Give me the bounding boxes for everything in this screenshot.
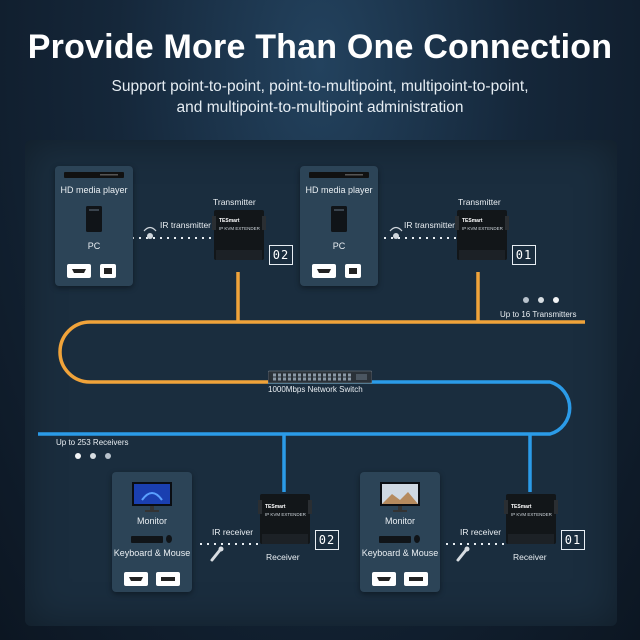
rx2-extender-device	[504, 494, 558, 544]
media-player-icon	[309, 172, 369, 178]
tx2-ir-label: IR transmitter	[404, 220, 456, 230]
tx1-source-card: HD media player PC	[55, 166, 133, 286]
tx-line-path	[58, 272, 585, 384]
rx1-model: IP KVM EXTENDER	[265, 512, 306, 517]
ir-receiver-icon	[456, 546, 470, 562]
tx2-source-card: HD media player PC	[300, 166, 378, 286]
hdmi-port-icon	[67, 264, 91, 278]
subtitle-line-2: and multipoint-to-multipoint administrat…	[176, 99, 464, 116]
media-player-icon	[64, 172, 124, 178]
rx2-id-badge: 01	[561, 530, 585, 550]
rx2-model: IP KVM EXTENDER	[511, 512, 552, 517]
rx-line-path	[38, 380, 572, 492]
rx1-extender-device	[258, 494, 312, 544]
tx1-id-badge: 02	[269, 245, 293, 265]
tx1-pc-label: PC	[87, 241, 101, 251]
tx2-source-label: HD media player	[305, 185, 373, 195]
usb-b-port-icon	[100, 264, 116, 278]
tx1-ir-label: IR transmitter	[160, 220, 212, 230]
subtitle-line-1: Support point-to-point, point-to-multipo…	[111, 78, 529, 95]
rx1-ir-label: IR receiver	[212, 527, 254, 537]
rx1-km-label: Keyboard & Mouse	[113, 548, 191, 558]
hdmi-port-icon	[312, 264, 336, 278]
rx1-role-label: Receiver	[266, 552, 300, 562]
tx2-id-badge: 01	[512, 245, 536, 265]
rx1-monitor-label: Monitor	[136, 516, 167, 526]
page-subtitle: Support point-to-point, point-to-multipo…	[40, 76, 600, 118]
rx2-ir-label: IR receiver	[460, 527, 502, 537]
rx1-id-badge: 02	[315, 530, 339, 550]
page-title: Provide More Than One Connection	[27, 28, 613, 66]
tx2-extender-device	[455, 210, 509, 260]
more-tx-dot-3	[553, 297, 559, 303]
more-rx-dot-2	[90, 453, 96, 459]
keyboard-mouse-icon	[379, 535, 420, 543]
rx1-brand: TESmart	[265, 504, 286, 510]
more-tx-dot-1	[523, 297, 529, 303]
rx-capacity-label: Up to 253 Receivers	[56, 438, 129, 447]
usb-a-port-icon	[156, 572, 180, 586]
more-rx-dot-3	[105, 453, 111, 459]
rx1-output-card: Monitor Keyboard & Mouse	[112, 472, 192, 592]
hdmi-port-icon	[372, 572, 396, 586]
tx1-model: IP KVM EXTENDER	[219, 226, 260, 231]
pc-icon	[331, 206, 347, 232]
rx2-km-label: Keyboard & Mouse	[361, 548, 439, 558]
hdmi-port-icon	[124, 572, 148, 586]
more-rx-dot-1	[75, 453, 81, 459]
ir-receiver-icon	[210, 546, 224, 562]
tx2-model: IP KVM EXTENDER	[462, 226, 503, 231]
switch-label: 1000Mbps Network Switch	[268, 385, 363, 394]
tx2-role-label: Transmitter	[458, 197, 501, 207]
tx-capacity-label: Up to 16 Transmitters	[500, 310, 577, 319]
rx2-output-card: Monitor Keyboard & Mouse	[360, 472, 440, 592]
pc-icon	[86, 206, 102, 232]
usb-a-port-icon	[404, 572, 428, 586]
monitor-icon	[380, 482, 420, 512]
rx2-brand: TESmart	[511, 504, 532, 510]
keyboard-mouse-icon	[131, 535, 172, 543]
tx1-extender-device	[212, 210, 266, 260]
rx2-role-label: Receiver	[513, 552, 547, 562]
monitor-icon	[132, 482, 172, 512]
ir-emitter-icon	[143, 226, 157, 239]
tx2-brand: TESmart	[462, 218, 483, 224]
ir-emitter-icon	[389, 226, 403, 239]
tx1-brand: TESmart	[219, 218, 240, 224]
rx2-monitor-label: Monitor	[384, 516, 415, 526]
tx1-role-label: Transmitter	[213, 197, 256, 207]
usb-b-port-icon	[345, 264, 361, 278]
network-switch-icon	[268, 370, 372, 384]
more-tx-dot-2	[538, 297, 544, 303]
tx2-pc-label: PC	[332, 241, 346, 251]
tx1-source-label: HD media player	[60, 185, 128, 195]
